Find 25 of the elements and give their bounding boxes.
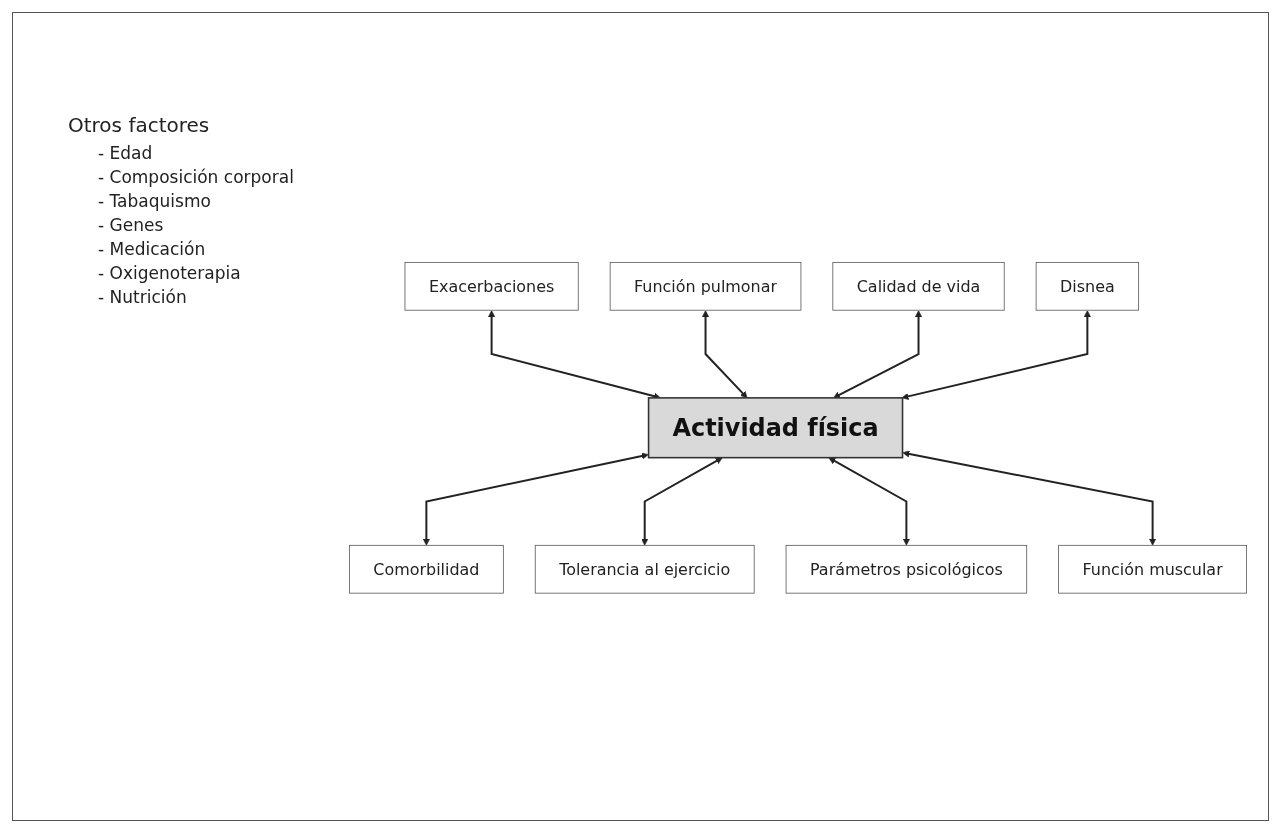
arrow bbox=[902, 450, 1157, 546]
arrow bbox=[901, 310, 1091, 401]
node-box: Tolerancia al ejercicio bbox=[534, 545, 755, 594]
node-box: Función pulmonar bbox=[609, 262, 802, 311]
node-box: Parámetros psicológicos bbox=[785, 545, 1028, 594]
list-heading: Otros factores bbox=[68, 113, 211, 137]
list-item: - Tabaquismo bbox=[98, 190, 212, 213]
list-item: - Nutrición bbox=[98, 286, 188, 309]
arrow bbox=[828, 457, 910, 546]
arrow bbox=[422, 452, 649, 546]
arrow bbox=[702, 310, 748, 399]
arrow bbox=[641, 457, 723, 546]
node-box: Función muscular bbox=[1058, 545, 1247, 594]
list-item: - Edad bbox=[98, 142, 154, 165]
node-box: Calidad de vida bbox=[832, 262, 1005, 311]
arrow bbox=[488, 310, 661, 400]
node-box: Disnea bbox=[1035, 262, 1140, 311]
arrow bbox=[833, 310, 923, 399]
list-item: - Medicación bbox=[98, 238, 207, 261]
list-item: - Composición corporal bbox=[98, 166, 295, 189]
node-box: Actividad física bbox=[647, 397, 904, 459]
list-item: - Genes bbox=[98, 214, 165, 237]
list-item: - Oxigenoterapia bbox=[98, 262, 242, 285]
node-box: Exacerbaciones bbox=[404, 262, 579, 311]
node-box: Comorbilidad bbox=[349, 545, 504, 594]
